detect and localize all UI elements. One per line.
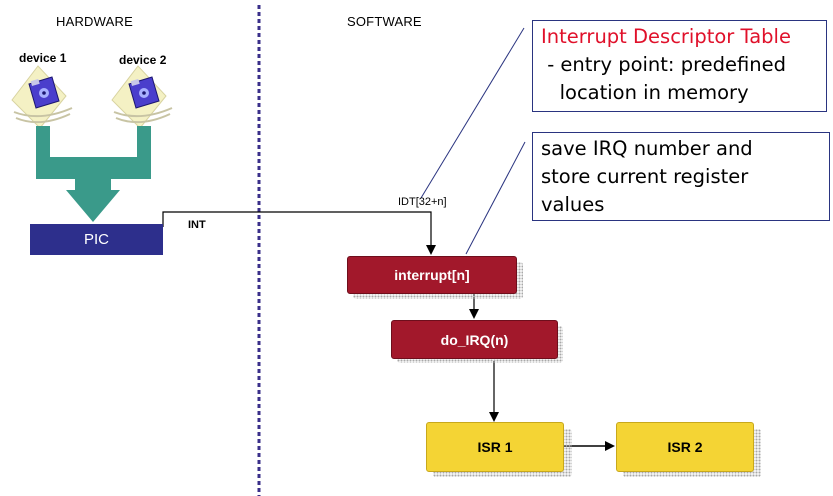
- save-callout-leader: [465, 141, 526, 255]
- isr-2-label: ISR 2: [667, 439, 703, 455]
- save-callout-line-2: store current register: [541, 165, 749, 188]
- save-irq-callout: save IRQ number and store current regist…: [532, 132, 830, 221]
- do-irq-box: do_IRQ(n): [391, 320, 558, 359]
- pic-block: PIC: [30, 224, 163, 255]
- save-callout-line-1: save IRQ number and: [541, 137, 753, 160]
- do-irq-label: do_IRQ(n): [440, 331, 509, 348]
- idt-callout-title: Interrupt Descriptor Table: [541, 25, 791, 48]
- idt-callout-line-1: - entry point: predefined: [541, 53, 787, 76]
- int-signal-line: [162, 211, 436, 255]
- interrupt-handler-box: interrupt[n]: [347, 256, 517, 294]
- isr-2-box: ISR 2: [616, 422, 754, 472]
- device-1-label: device 1: [19, 51, 67, 65]
- device-2-label: device 2: [119, 53, 167, 67]
- floppy-disk-icon: [11, 65, 73, 129]
- floppy-disk-icon: [111, 65, 173, 129]
- interrupt-handler-label: interrupt[n]: [394, 267, 470, 283]
- isr-1-label: ISR 1: [477, 439, 513, 455]
- signal-funnel-arrow: [36, 126, 151, 222]
- idt-callout-line-2: location in memory: [541, 81, 749, 104]
- software-heading: SOFTWARE: [347, 14, 422, 29]
- hardware-heading: HARDWARE: [56, 14, 133, 29]
- idt-callout-leader: [420, 27, 525, 199]
- int-label: INT: [188, 219, 206, 231]
- save-callout-line-3: values: [541, 193, 605, 216]
- idt-callout: Interrupt Descriptor Table - entry point…: [532, 20, 827, 112]
- pic-label: PIC: [83, 231, 109, 248]
- isr-1-box: ISR 1: [426, 422, 564, 472]
- idt-index-label: IDT[32+n]: [398, 196, 447, 208]
